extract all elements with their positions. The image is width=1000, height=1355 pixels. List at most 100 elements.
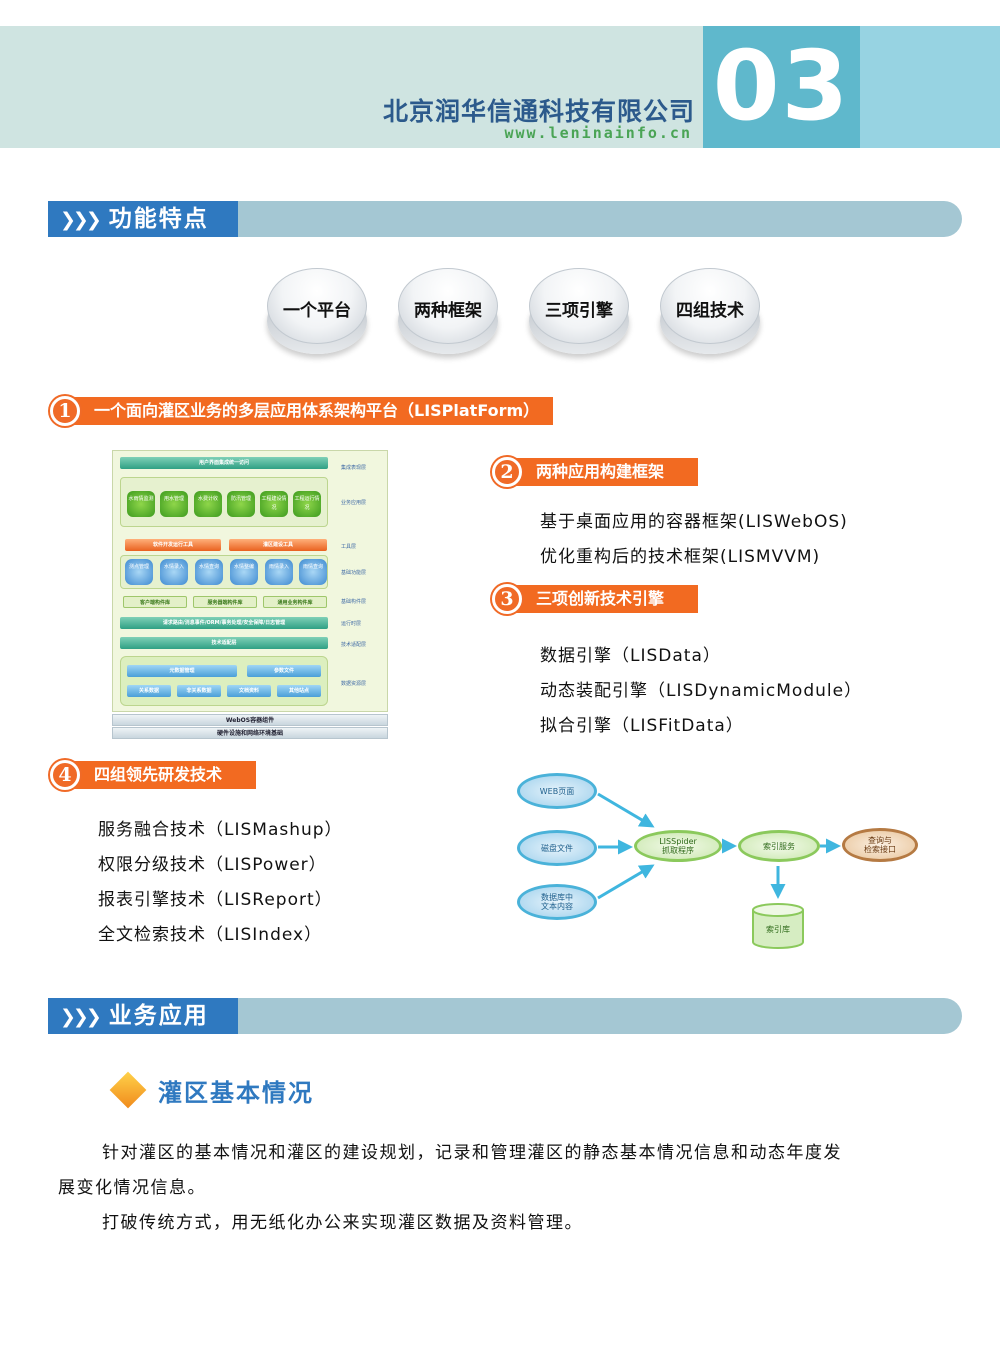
arch-layer-label: 工具层 <box>341 544 357 550</box>
item4-line: 服务融合技术（LISMashup） <box>98 820 343 840</box>
section-features-label: ❯❯❯功能特点 <box>48 201 238 237</box>
arch-layer-label: 数据资源层 <box>341 681 367 687</box>
flow-node-disk: 磁盘文件 <box>517 830 597 866</box>
flow-node-web: WEB页面 <box>517 773 597 809</box>
disc-engines: 三项引擎 <box>529 268 629 358</box>
item2-number: 2 <box>492 457 522 487</box>
arch-func-button: 雨情查询 <box>299 559 327 585</box>
arch-component: 客户端构件库 <box>123 596 187 608</box>
flow-node-db: 数据库中 文本内容 <box>517 884 597 920</box>
arch-footer-hardware: 硬件设施和网络环境基础 <box>112 727 388 739</box>
flow-node-query: 查询与 检索接口 <box>842 828 918 862</box>
flow-node-spider-line2: 抓取程序 <box>662 846 694 855</box>
flow-node-query-line1: 查询与 <box>868 836 892 845</box>
arch-runtime-bar: 请求路由/消息事件/ORM/事务处理/安全保障/日志管理 <box>120 617 328 629</box>
flow-node-db-line2: 文本内容 <box>541 902 573 911</box>
flow-node-spider: LISSpider 抓取程序 <box>634 830 722 862</box>
company-name: 北京润华信通科技有限公司 <box>382 97 695 126</box>
subsection-title: 灌区基本情况 <box>158 1079 314 1107</box>
paragraph-1-line-2: 展变化情况信息。 <box>58 1178 206 1198</box>
disc-platform: 一个平台 <box>267 268 367 358</box>
disc-top <box>529 268 629 344</box>
item4-line: 全文检索技术（LISIndex） <box>98 925 323 945</box>
arch-component: 通用业务构件库 <box>263 596 327 608</box>
disc-label: 两种框架 <box>414 301 482 321</box>
item2-line: 优化重构后的技术框架(LISMVVM) <box>540 547 821 567</box>
flow-node-index-db: 索引库 <box>751 902 805 950</box>
page-number-box <box>703 26 860 148</box>
arch-func-button: 测点管理 <box>125 559 153 585</box>
arch-data-bottom: 文档资料 <box>227 685 271 697</box>
page-number: 03 <box>712 30 851 142</box>
arch-tool: 灌区建设工具 <box>229 539 327 551</box>
arch-top-bar: 用户界面集成统一访问 <box>120 457 328 469</box>
section-features-bar: ❯❯❯功能特点 <box>48 201 962 237</box>
company-url: www.leninainfo.cn <box>504 124 692 142</box>
item1-title: 一个面向灌区业务的多层应用体系架构平台（LISPlatForm） <box>66 397 554 425</box>
section-bar-background <box>208 998 962 1034</box>
flow-node-spider-line1: LISSpider <box>659 837 697 846</box>
arch-data-top: 元数据管理 <box>127 665 237 677</box>
arch-layer-label: 基础功能层 <box>341 570 367 576</box>
arch-app-button: 水雨情监测 <box>127 491 155 517</box>
database-cylinder-icon <box>752 903 804 949</box>
section-applications-title: 业务应用 <box>108 1003 209 1029</box>
paragraph-2: 打破传统方式，用无纸化办公来实现灌区数据及资料管理。 <box>102 1213 583 1233</box>
paragraph-1-line-1: 针对灌区的基本情况和灌区的建设规划，记录和管理灌区的静态基本情况信息和动态年度发 <box>102 1143 842 1163</box>
item2-line: 基于桌面应用的容器框架(LISWebOS) <box>540 512 848 532</box>
disc-label: 四组技术 <box>676 301 744 321</box>
item3-line: 动态装配引擎（LISDynamicModule） <box>540 681 863 701</box>
flow-arrow-db <box>597 864 655 900</box>
arch-component: 服务器端构件库 <box>193 596 257 608</box>
arch-func-button: 水情整编 <box>230 559 258 585</box>
arch-layer-label: 基础构件层 <box>341 599 367 605</box>
section-bar-background <box>208 201 962 237</box>
arch-layer-label: 业务应用层 <box>341 500 367 506</box>
chevron-icon: ❯❯❯ <box>60 209 102 231</box>
arch-tool: 软件开发运行工具 <box>125 539 221 551</box>
arch-app-button: 用水管理 <box>160 491 188 517</box>
item4-number: 4 <box>50 760 80 790</box>
disc-top <box>398 268 498 344</box>
arch-funcs-panel <box>120 555 328 589</box>
disc-label: 三项引擎 <box>545 301 613 321</box>
section-applications-bar: ❯❯❯ 业务应用 <box>48 998 962 1034</box>
arch-footer-webos: WebOS容器组件 <box>112 714 388 726</box>
disc-frameworks: 两种框架 <box>398 268 498 358</box>
header-right-panel <box>860 26 1000 148</box>
arch-layer-label: 运行时层 <box>341 621 362 627</box>
disc-technologies: 四组技术 <box>660 268 760 358</box>
disc-top <box>660 268 760 344</box>
item3-number: 3 <box>492 584 522 614</box>
arch-app-button: 防汛管理 <box>227 491 255 517</box>
item3-title: 三项创新技术引擎 <box>508 585 698 613</box>
arch-app-button: 工程建设情况 <box>260 491 288 517</box>
section-applications-label: ❯❯❯ 业务应用 <box>48 998 238 1034</box>
arch-func-button: 水情录入 <box>160 559 188 585</box>
arch-data-top: 参数文件 <box>247 665 321 677</box>
item3-line: 数据引擎（LISData） <box>540 646 721 666</box>
flow-node-db-line1: 数据库中 <box>541 893 573 902</box>
disc-label: 一个平台 <box>283 301 351 321</box>
arch-layer-label: 集成表现层 <box>341 465 367 471</box>
chevron-icon: ❯❯❯ <box>60 1006 102 1028</box>
arch-data-bottom: 非关系数据 <box>177 685 221 697</box>
disc-top <box>267 268 367 344</box>
item4-line: 权限分级技术（LISPower） <box>98 855 327 875</box>
arch-data-bottom: 其他站点 <box>277 685 321 697</box>
architecture-diagram: 用户界面集成统一访问 集成表现层 水雨情监测 用水管理 水费计收 防汛管理 工程… <box>112 450 388 712</box>
item3-line: 拟合引擎（LISFitData） <box>540 716 744 736</box>
item1-number: 1 <box>50 396 80 426</box>
flow-arrow-web <box>597 792 655 828</box>
arch-func-button: 水情查询 <box>195 559 223 585</box>
arch-layer-label: 技术适配层 <box>341 642 367 648</box>
item4-title: 四组领先研发技术 <box>66 761 256 789</box>
flow-node-query-line2: 检索接口 <box>864 845 896 854</box>
arch-data-panel <box>120 656 328 706</box>
arch-adapter-bar: 技术适配层 <box>120 637 328 649</box>
flow-node-index-service: 索引服务 <box>738 830 820 862</box>
item4-line: 报表引擎技术（LISReport） <box>98 890 333 910</box>
arch-data-bottom: 关系数据 <box>127 685 171 697</box>
item2-title: 两种应用构建框架 <box>508 458 698 486</box>
